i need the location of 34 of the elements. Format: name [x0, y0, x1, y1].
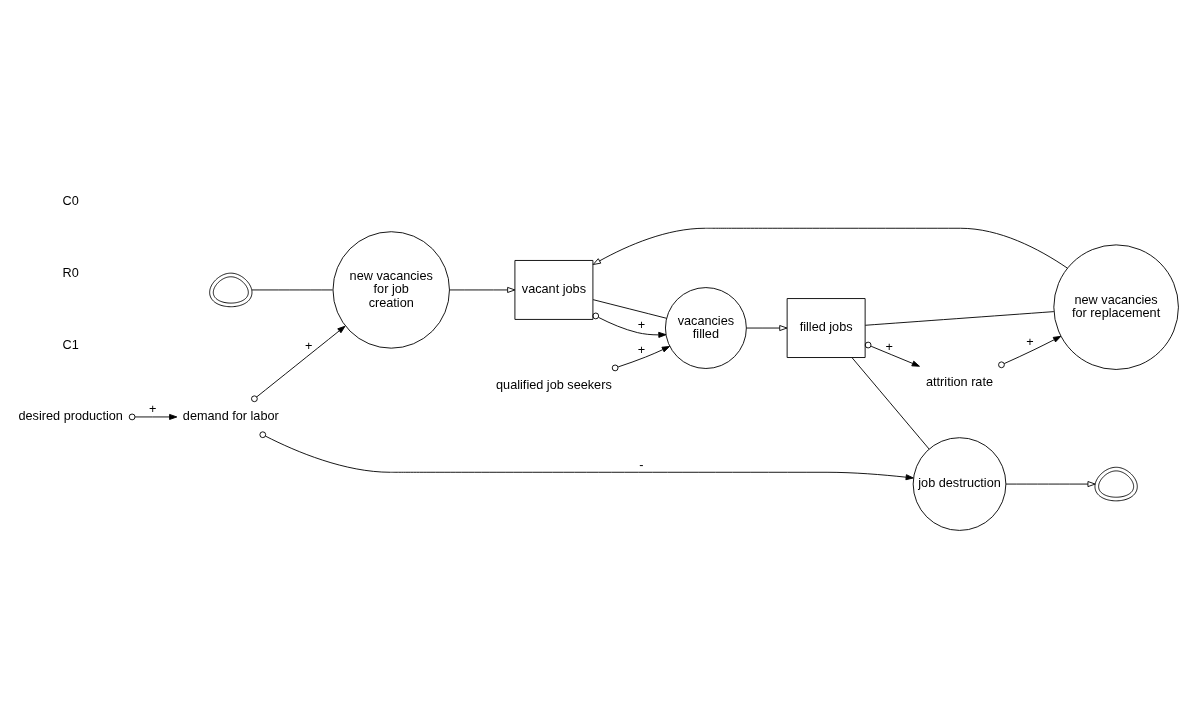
label: C1 [62, 337, 79, 352]
arrow [449, 286, 516, 293]
node-circle: job destruction [912, 436, 1007, 531]
edge-label: - [639, 457, 644, 472]
connector [592, 298, 667, 319]
arrow [611, 345, 670, 371]
label: R0 [62, 265, 79, 280]
node-text: qualified job seekers [496, 377, 612, 392]
arrow [746, 324, 788, 331]
label: C0 [62, 193, 79, 208]
edge-label: + [637, 342, 646, 357]
arrow [864, 341, 920, 367]
node-text: desired production [18, 408, 123, 423]
node-box: filled jobs [786, 297, 866, 358]
node-circle: new vacancies for job creation [332, 230, 450, 349]
arrow [592, 227, 1068, 269]
connector [864, 310, 1055, 326]
edge-label: + [305, 338, 313, 353]
connector [851, 356, 930, 449]
arrow [1005, 480, 1096, 487]
edge-label: + [885, 339, 893, 354]
connector [251, 289, 334, 290]
node-text: attrition rate [926, 374, 994, 389]
arrow [998, 335, 1062, 368]
node-box: vacant jobs [514, 259, 594, 320]
edge-label: + [1026, 334, 1034, 349]
arrow [251, 325, 346, 402]
edge-label: + [149, 401, 157, 416]
arrow [592, 312, 667, 338]
node-circle: vacancies filled [665, 286, 747, 369]
arrow [259, 430, 914, 480]
node-text: demand for labor [182, 408, 279, 423]
arrow [128, 413, 178, 420]
edge-label: + [637, 317, 646, 332]
